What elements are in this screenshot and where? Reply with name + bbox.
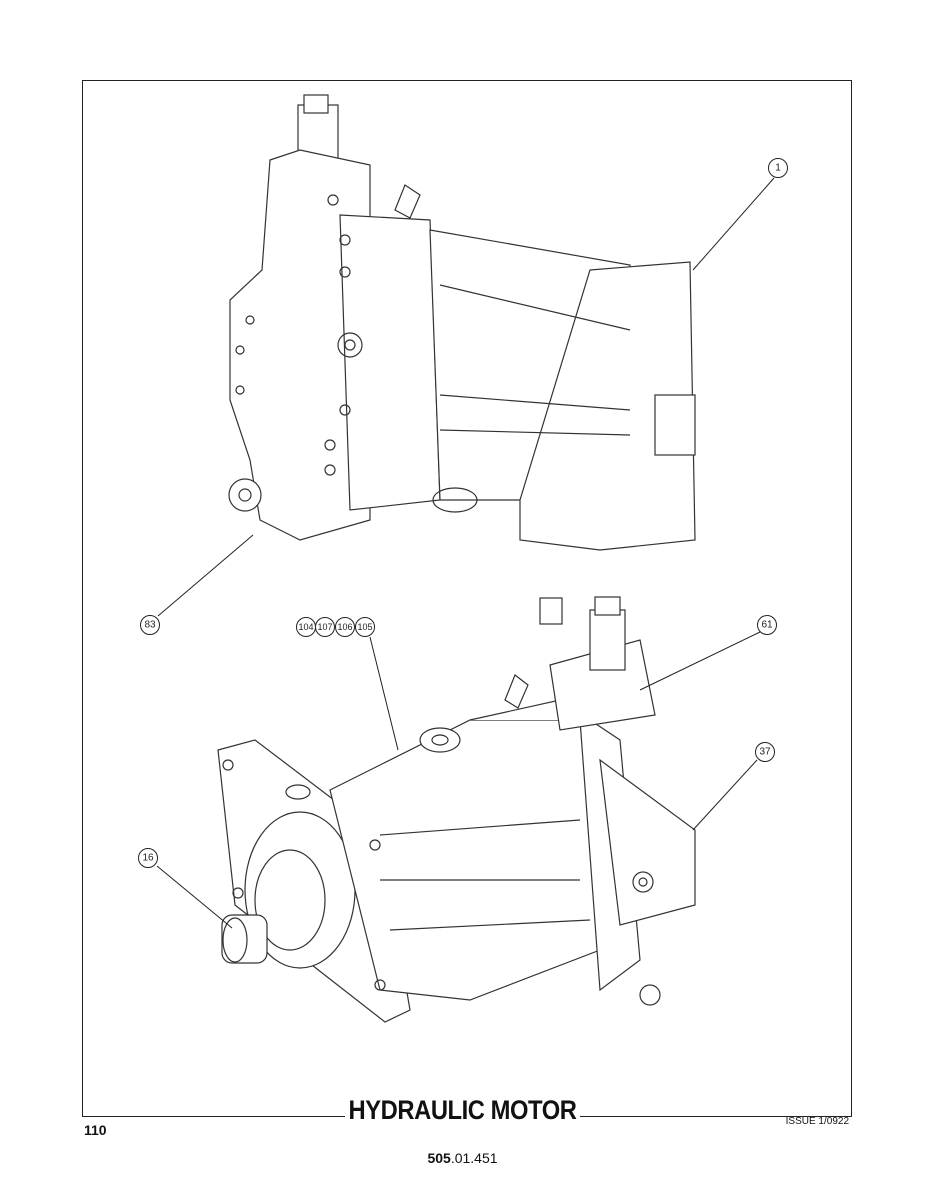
document-number: 505.01.451 bbox=[0, 1150, 925, 1166]
callout-37: 37 bbox=[755, 742, 775, 762]
svg-text:61: 61 bbox=[761, 620, 773, 631]
callout-105: 105 bbox=[355, 617, 375, 637]
page-title-text: HYDRAULIC MOTOR bbox=[345, 1095, 580, 1126]
page-number: 110 bbox=[84, 1122, 107, 1138]
callout-16: 16 bbox=[138, 848, 158, 868]
svg-text:1: 1 bbox=[775, 163, 781, 174]
callout-1: 1 bbox=[768, 158, 788, 178]
issue-label: ISSUE 1/0922 bbox=[785, 1116, 849, 1127]
callout-107: 107 bbox=[315, 617, 335, 637]
document-number-suffix: .01.451 bbox=[450, 1150, 498, 1166]
page-title: HYDRAULIC MOTOR bbox=[0, 1095, 925, 1126]
callout-61: 61 bbox=[757, 615, 777, 635]
svg-text:16: 16 bbox=[142, 853, 154, 864]
svg-text:107: 107 bbox=[317, 622, 332, 632]
leader-lines bbox=[156, 177, 775, 929]
svg-text:37: 37 bbox=[759, 747, 771, 758]
callout-104: 104 bbox=[296, 617, 316, 637]
svg-text:104: 104 bbox=[298, 622, 313, 632]
lower-motor-view bbox=[217, 596, 696, 1023]
upper-motor-view bbox=[228, 94, 696, 551]
callout-106: 106 bbox=[335, 617, 355, 637]
svg-text:106: 106 bbox=[337, 622, 352, 632]
document-number-prefix: 505 bbox=[427, 1150, 451, 1166]
callout-83: 83 bbox=[140, 615, 160, 635]
svg-text:105: 105 bbox=[357, 622, 372, 632]
svg-text:83: 83 bbox=[144, 620, 156, 631]
